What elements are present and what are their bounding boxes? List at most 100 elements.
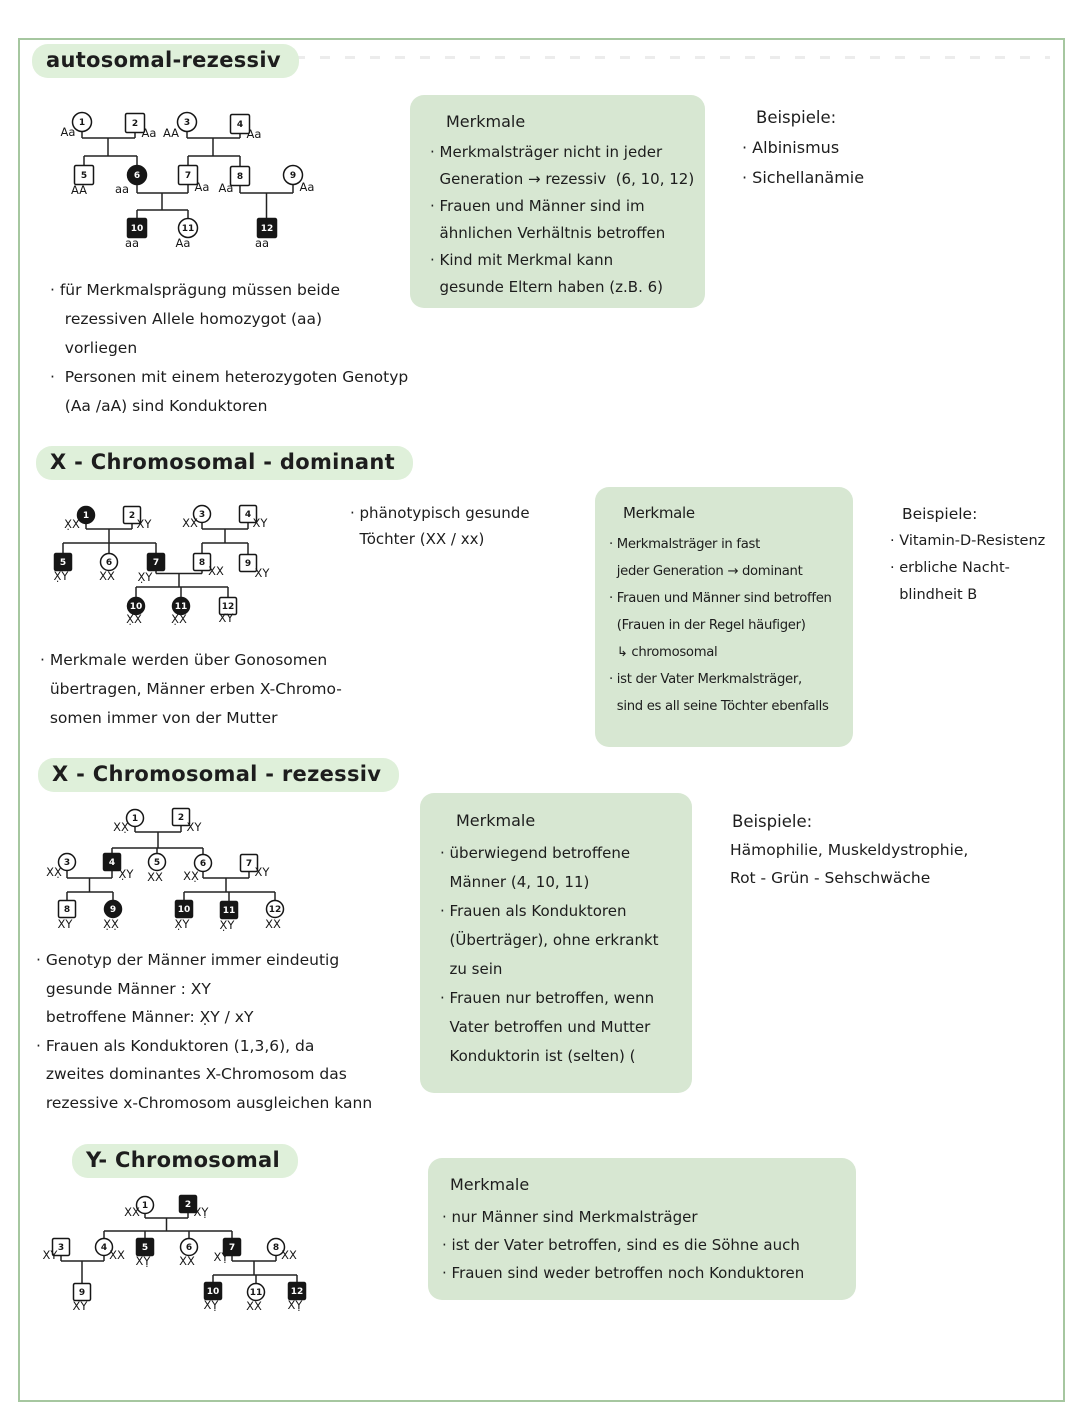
person-number: 2	[178, 813, 184, 823]
genotype-label: Aa	[61, 125, 76, 139]
person-number: 2	[185, 1200, 191, 1210]
genotype-label: XX	[208, 564, 224, 578]
genotype-label: aa	[125, 236, 139, 250]
merkmale-box-autosomal: Merkmale · Merkmalsträger nicht in jeder…	[410, 95, 705, 308]
genotype-label: X̣Y	[175, 917, 191, 931]
genotype-label: XX	[124, 1205, 140, 1219]
merkmale-lines: · nur Männer sind Merkmalsträger · ist d…	[442, 1208, 805, 1282]
person-7-affected: 7X̣Y	[138, 552, 166, 584]
genotype-label: XY	[58, 917, 74, 931]
genotype-label: XX	[182, 516, 198, 530]
female-symbol	[135, 1195, 155, 1215]
person-number: 1	[142, 1201, 148, 1211]
male-symbol	[239, 853, 259, 873]
person-6: 6XX̣	[183, 853, 213, 883]
person-3: 3XX̣	[46, 852, 77, 879]
male-symbol	[73, 164, 95, 186]
side-note-x-dominant: · phänotypisch gesunde Töchter (XX / xx)	[350, 504, 530, 548]
person-number: 5	[142, 1243, 148, 1253]
person-5-affected: 5XỴ	[135, 1237, 155, 1268]
person-number: 9	[79, 1288, 85, 1298]
male-symbol	[238, 553, 258, 573]
merkmale-box-x-rezessiv: Merkmale · überwiegend betroffene Männer…	[420, 793, 692, 1093]
male-symbol	[146, 552, 166, 572]
person-number: 4	[245, 510, 251, 520]
beispiele-title: Beispiele:	[756, 108, 837, 127]
person-4: 4Aa	[229, 113, 261, 141]
person-number: 6	[106, 558, 112, 568]
genotype-label: XY	[187, 820, 203, 834]
genotype-label: AA	[163, 126, 179, 140]
person-number: 8	[273, 1243, 279, 1253]
female-symbol	[147, 852, 167, 872]
male-symbol	[135, 1237, 155, 1257]
genotype-label: XỴ	[288, 1298, 304, 1312]
male-symbol	[222, 1237, 242, 1257]
genotype-label: XY	[255, 566, 271, 580]
person-number: 1	[132, 814, 138, 824]
female-symbol	[57, 852, 77, 872]
person-number: 9	[245, 559, 251, 569]
genotype-label: XY	[219, 611, 235, 625]
genotype-label: aa	[255, 236, 269, 250]
person-2: 2XY	[122, 505, 153, 531]
person-3: 3AA	[163, 111, 198, 140]
genotype-label: XX	[147, 870, 163, 884]
male-symbol	[72, 1282, 92, 1302]
person-number: 11	[223, 906, 236, 916]
genotype-label: XY	[43, 1248, 59, 1262]
person-8: 8Aa	[219, 165, 251, 195]
person-number: 3	[64, 858, 70, 868]
person-9: 9XY	[238, 553, 271, 580]
notes-x-dominant: · Merkmale werden über Gonosomen übertra…	[40, 651, 342, 727]
person-2: 2Aa	[124, 112, 156, 140]
person-number: 3	[184, 118, 190, 128]
merkmale-lines: · überwiegend betroffene Männer (4, 10, …	[440, 844, 659, 1065]
female-symbol	[126, 596, 146, 616]
merkmale-title: Merkmale	[623, 504, 695, 522]
male-symbol	[126, 217, 148, 239]
male-symbol	[229, 165, 251, 187]
person-9-affected: 9X̣X̣	[103, 899, 123, 931]
person-1-affected: 1X̣X	[64, 505, 96, 531]
female-symbol	[179, 1237, 199, 1257]
person-10-affected: 10X̣Y	[175, 899, 194, 931]
merkmale-box-x-dominant: Merkmale · Merkmalsträger in fast jeder …	[595, 487, 853, 747]
merkmale-title: Merkmale	[450, 1175, 530, 1194]
beispiele-x-rezessiv: Beispiele: Hämophilie, Muskeldystrophie,…	[730, 808, 968, 892]
genotype-label: X̣X	[126, 612, 142, 626]
person-number: 11	[175, 602, 188, 612]
genotype-label: XY	[137, 517, 153, 531]
person-number: 6	[134, 171, 140, 181]
male-symbol	[287, 1281, 307, 1301]
genotype-label: XX	[99, 569, 115, 583]
person-6-affected: 6aa	[115, 164, 148, 196]
person-8: 8XY	[58, 899, 77, 931]
female-symbol	[176, 111, 198, 133]
section-title-y-chromosomal: Y- Chromosomal	[72, 1144, 298, 1178]
genotype-label: XX	[281, 1248, 297, 1262]
person-number: 7	[153, 558, 159, 568]
person-number: 3	[199, 510, 205, 520]
person-7-affected: 7XỴ	[214, 1237, 242, 1264]
person-number: 1	[79, 118, 85, 128]
person-number: 10	[207, 1287, 220, 1297]
person-11-affected: 11X̣X	[171, 596, 191, 626]
female-symbol	[193, 853, 213, 873]
person-number: 3	[58, 1243, 64, 1253]
notes-x-rezessiv: · Genotyp der Männer immer eindeutig ges…	[36, 951, 373, 1112]
genotype-label: XX̣	[183, 869, 199, 883]
male-symbol	[102, 852, 122, 872]
person-6: 6XX	[179, 1237, 199, 1268]
male-symbol	[192, 552, 212, 572]
male-symbol	[256, 217, 278, 239]
person-number: 6	[200, 859, 206, 869]
